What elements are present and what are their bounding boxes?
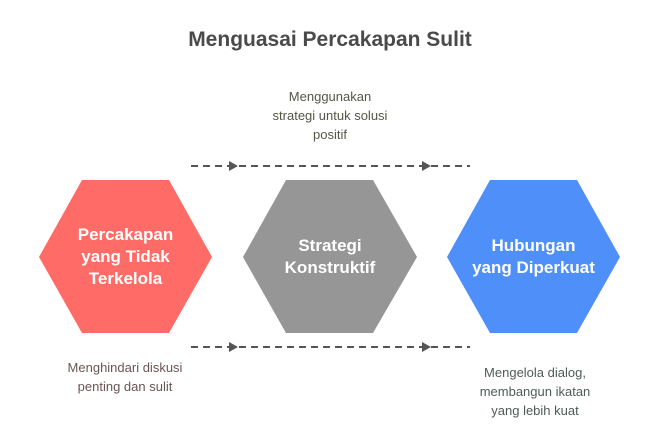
hexagon-unmanaged-conversation (39, 180, 212, 333)
note-line: Mengelola dialog, (484, 365, 586, 380)
label-line: yang Tidak (81, 246, 170, 266)
arrow-right-icon (229, 161, 238, 171)
hexagon-strengthened-relationship (447, 180, 620, 333)
note-line: yang lebih kuat (491, 403, 579, 418)
note-line: Menghindari diskusi (67, 360, 183, 375)
note-unmanaged: Menghindari diskusi penting dan sulit (30, 358, 220, 396)
label-line: Terkelola (88, 268, 163, 288)
node-label-unmanaged: Percakapan yang Tidak Terkelola (39, 180, 212, 333)
top-note: Menggunakan strategi untuk solusi positi… (230, 87, 430, 144)
node-label-strategy: Strategi Konstruktif (243, 180, 417, 333)
node-label-relationship: Hubungan yang Diperkuat (447, 180, 620, 333)
note-line: strategi untuk solusi (272, 108, 388, 123)
note-line: membangun ikatan (479, 384, 591, 399)
arrow-right-icon (422, 342, 431, 352)
label-line: Percakapan (77, 224, 174, 244)
arrow-right-icon (422, 161, 431, 171)
label-line: Hubungan (491, 235, 576, 255)
hexagon-constructive-strategy (243, 180, 417, 333)
bottom-connector (191, 342, 470, 352)
label-line: Strategi (298, 235, 362, 255)
label-line: Konstruktif (284, 257, 376, 277)
arrow-right-icon (229, 342, 238, 352)
note-relationship: Mengelola dialog, membangun ikatan yang … (440, 363, 630, 420)
diagram-title: Menguasai Percakapan Sulit (188, 28, 472, 51)
note-line: penting dan sulit (77, 379, 173, 394)
top-connector (191, 161, 470, 171)
label-line: yang Diperkuat (472, 257, 595, 277)
note-line: positif (313, 127, 347, 142)
note-line: Menggunakan (288, 89, 372, 104)
